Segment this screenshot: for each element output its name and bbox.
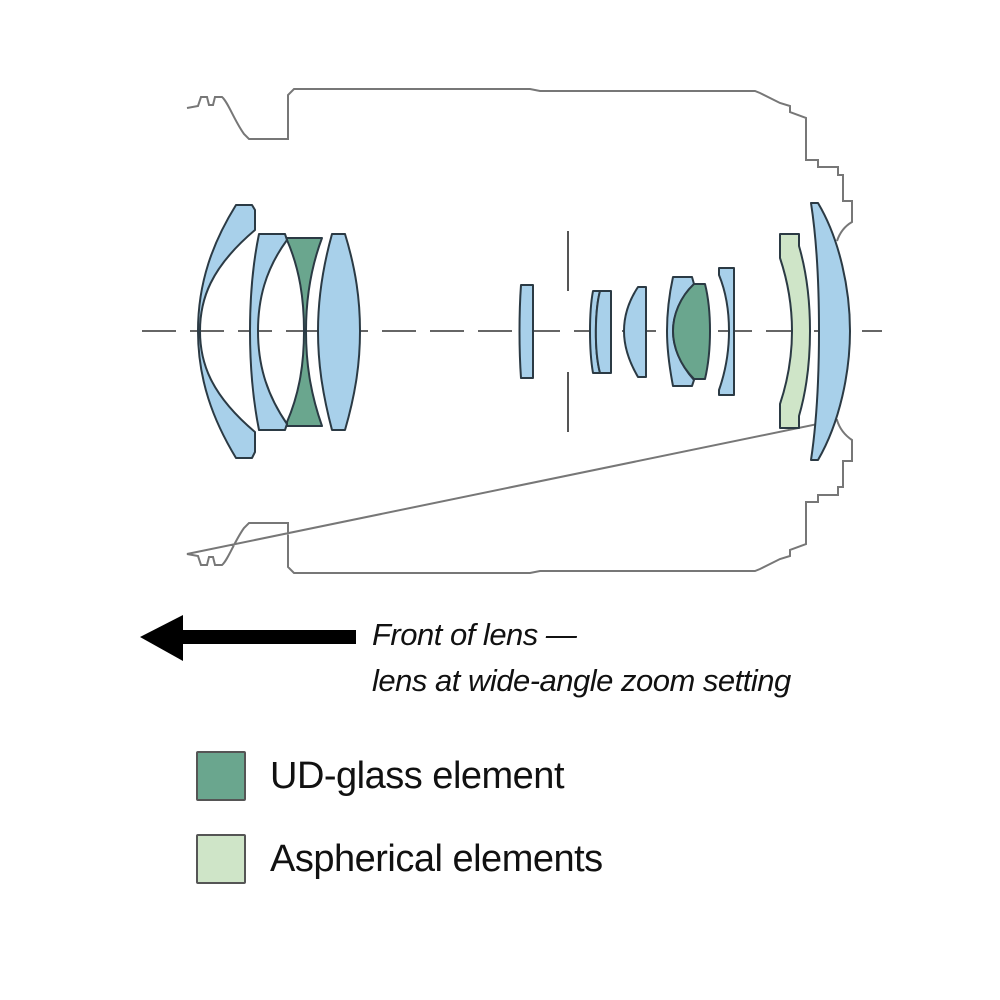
ud-glass-swatch bbox=[196, 751, 246, 801]
lens-barrel-outline bbox=[186, 88, 853, 574]
lens-element-8 bbox=[623, 286, 647, 378]
legend-label: Aspherical elements bbox=[270, 837, 603, 880]
legend-item-ud-glass: UD-glass element bbox=[196, 748, 603, 804]
lens-element-10-ud-glass bbox=[672, 283, 711, 380]
lens-element-1 bbox=[197, 204, 256, 459]
lens-element-13 bbox=[810, 202, 851, 461]
aspherical-swatch bbox=[196, 834, 246, 884]
legend-item-aspherical: Aspherical elements bbox=[196, 831, 603, 887]
lens-element-4 bbox=[317, 233, 361, 431]
front-of-lens-caption: Front of lens — lens at wide-angle zoom … bbox=[372, 612, 791, 704]
lens-element-5 bbox=[518, 284, 534, 379]
legend-label: UD-glass element bbox=[270, 754, 565, 797]
caption-line-2: lens at wide-angle zoom setting bbox=[372, 663, 791, 698]
lens-element-7 bbox=[594, 290, 612, 374]
caption-line-1: Front of lens — bbox=[372, 617, 577, 652]
legend: UD-glass element Aspherical elements bbox=[196, 748, 603, 914]
lens-element-11 bbox=[718, 267, 735, 396]
lens-element-3-ud-glass bbox=[286, 237, 323, 427]
arrow-left-icon bbox=[140, 615, 356, 661]
lens-element-12-aspherical bbox=[779, 233, 811, 429]
